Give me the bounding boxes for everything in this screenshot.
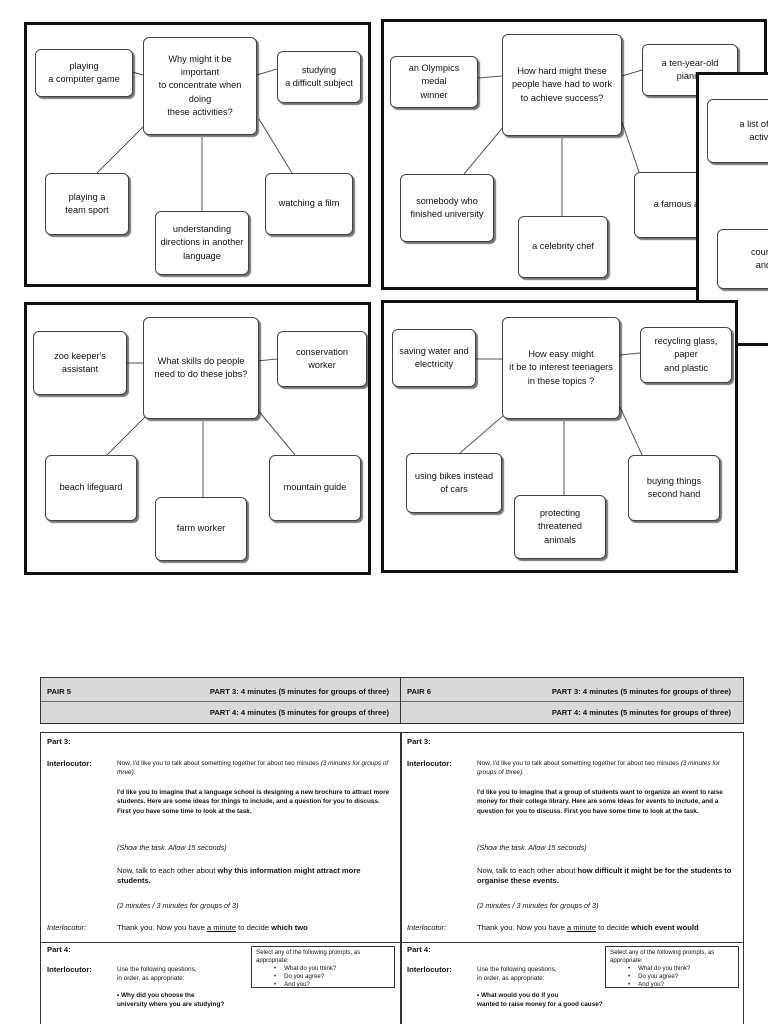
interlocutor-label: Interlocutor: (407, 965, 452, 974)
part4-question: • What would you do if you wanted to rai… (477, 992, 603, 1009)
mindmap-card-concentrate: playing a computer game Why might it be … (24, 22, 371, 287)
intro-text: Now, I'd like you to talk about somethin… (477, 760, 720, 777)
interlocutor-label: Interlocutor: (47, 965, 92, 974)
prompt-box: course times and prices (717, 229, 768, 289)
sheet-body: Part 3: Interlocutor: Now, I'd like you … (40, 732, 402, 1024)
talk-instruction: Now, talk to each other about how diffic… (477, 866, 732, 885)
prompt-box: recycling glass, paper and plastic (640, 327, 732, 383)
mindmap-card-jobs: zoo keeper's assistant What skills do pe… (24, 302, 371, 575)
header-divider (401, 701, 743, 702)
prompt-item: Do you agree? (284, 973, 390, 981)
task-text: I'd like you to imagine that a language … (117, 789, 390, 815)
connector-lines (106, 358, 296, 497)
connector-lines (463, 69, 643, 216)
part3-label: Part 3: (47, 737, 71, 746)
prompt-box: watching a film (265, 173, 353, 235)
prompts-box: Select any of the following prompts, as … (605, 946, 739, 988)
prompt-box: protecting threatened animals (514, 495, 606, 559)
use-questions-text: Use the following questions, in order, a… (477, 966, 557, 983)
part3-timing: PART 3: 4 minutes (5 minutes for groups … (551, 687, 731, 696)
show-task-text: (Show the task. Allow 15 seconds) (477, 843, 587, 852)
central-question: What skills do people need to do these j… (143, 317, 259, 419)
prompt-item: What do you think? (638, 965, 734, 973)
prompt-box: beach lifeguard (45, 455, 137, 521)
part4-divider (401, 942, 743, 943)
interlocutor-label: Interlocutor: (47, 923, 87, 932)
prompt-box: buying things second hand (628, 455, 720, 521)
prompt-box: a celebrity chef (518, 216, 608, 278)
pair-label: PAIR 5 (47, 687, 71, 696)
talk-instruction: Now, talk to each other about why this i… (117, 866, 361, 885)
part4-question: • Why did you choose the university wher… (117, 992, 225, 1009)
central-question: How hard might these people have had to … (502, 34, 622, 136)
prompt-box: conservation worker (277, 331, 367, 387)
prompts-intro: Select any of the following prompts, as … (256, 949, 361, 964)
part4-divider (41, 942, 401, 943)
prompt-item: And you? (284, 981, 390, 989)
prompt-box: somebody who finished university (400, 174, 494, 242)
part3-label: Part 3: (407, 737, 431, 746)
central-question: How easy might it be to interest teenage… (502, 317, 620, 419)
prompt-box: understanding directions in another lang… (155, 211, 249, 275)
timing-text: (2 minutes / 3 minutes for groups of 3) (477, 901, 599, 910)
part3-timing: PART 3: 4 minutes (5 minutes for groups … (209, 687, 389, 696)
prompt-item: What do you think? (284, 965, 390, 973)
prompt-box: playing a team sport (45, 173, 129, 235)
prompt-item: Do you agree? (638, 973, 734, 981)
prompt-box: using bikes instead of cars (406, 453, 502, 513)
examiner-sheet-pair-6: PAIR 6 PART 3: 4 minutes (5 minutes for … (400, 677, 744, 1024)
prompt-box: studying a difficult subject (277, 51, 361, 103)
prompt-box: zoo keeper's assistant (33, 331, 127, 395)
part4-timing: PART 4: 4 minutes (5 minutes for groups … (551, 708, 731, 717)
prompt-box: farm worker (155, 497, 247, 561)
prompt-item: And you? (638, 981, 734, 989)
sheet-header: PAIR 5 PART 3: 4 minutes (5 minutes for … (40, 677, 402, 724)
prompts-intro: Select any of the following prompts, as … (610, 949, 715, 964)
connector-lines (459, 352, 643, 495)
timing-text: (2 minutes / 3 minutes for groups of 3) (117, 901, 239, 910)
prompts-box: Select any of the following prompts, as … (251, 946, 395, 988)
pair-label: PAIR 6 (407, 687, 431, 696)
prompt-box: playing a computer game (35, 49, 133, 97)
use-questions-text: Use the following questions, in order, a… (117, 966, 197, 983)
header-divider (41, 701, 401, 702)
interlocutor-label: Interlocutor: (407, 923, 447, 932)
prompt-box: a list of social activities (707, 99, 768, 163)
show-task-text: (Show the task. Allow 15 seconds) (117, 843, 227, 852)
connector-lines (96, 66, 293, 211)
examiner-sheet-pair-5: PAIR 5 PART 3: 4 minutes (5 minutes for … (40, 677, 402, 1024)
decide-instruction: Thank you. Now you have a minute to deci… (477, 923, 699, 932)
prompt-box: mountain guide (269, 455, 361, 521)
sheet-body: Part 3: Interlocutor: Now, I'd like you … (400, 732, 744, 1024)
part4-timing: PART 4: 4 minutes (5 minutes for groups … (209, 708, 389, 717)
sheet-header: PAIR 6 PART 3: 4 minutes (5 minutes for … (400, 677, 744, 724)
central-question: Why might it be important to concentrate… (143, 37, 257, 135)
task-text: I'd like you to imagine that a group of … (477, 789, 723, 815)
interlocutor-label: Interlocutor: (407, 759, 452, 768)
decide-instruction: Thank you. Now you have a minute to deci… (117, 923, 308, 932)
part4-label: Part 4: (407, 945, 431, 954)
prompt-box: an Olympics medal winner (390, 56, 478, 108)
interlocutor-label: Interlocutor: (47, 759, 92, 768)
intro-text: Now, I'd like you to talk about somethin… (117, 760, 389, 777)
part4-label: Part 4: (47, 945, 71, 954)
mindmap-card-teenagers: saving water and electricity How easy mi… (381, 300, 738, 573)
prompt-box: saving water and electricity (392, 329, 476, 387)
